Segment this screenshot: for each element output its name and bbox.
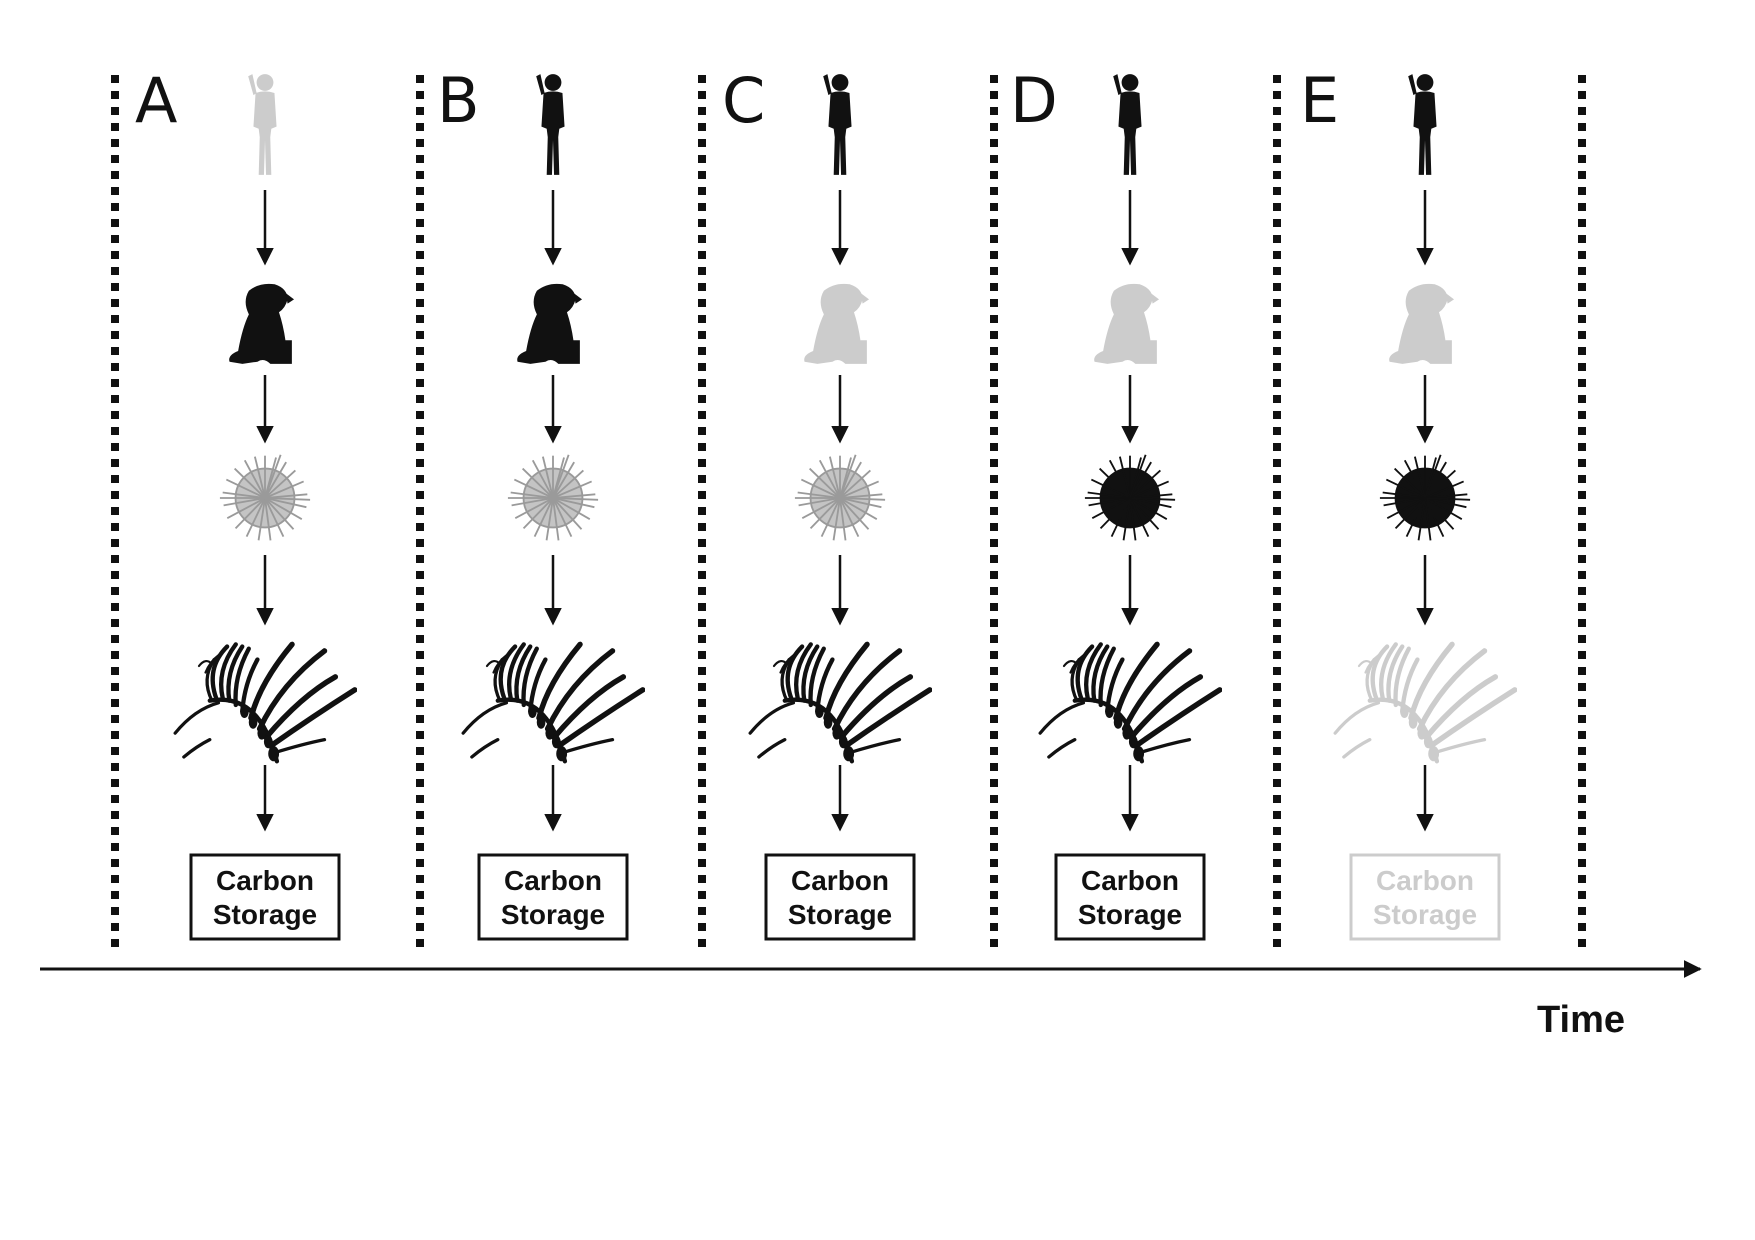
kelp-icon <box>175 644 355 761</box>
sea-otter-icon <box>229 283 295 364</box>
carbon-storage-line2: Storage <box>1078 899 1182 930</box>
panel-letter: A <box>135 64 177 137</box>
carbon-storage-border <box>1349 853 1501 941</box>
human-silhouette-icon <box>1113 74 1142 175</box>
sea-otter-icon <box>517 283 583 364</box>
carbon-storage-border <box>477 853 629 941</box>
sea-urchin-icon <box>219 453 311 542</box>
carbon-storage-line1: Carbon <box>504 865 602 896</box>
carbon-storage-line2: Storage <box>1373 899 1477 930</box>
carbon-storage-line2: Storage <box>788 899 892 930</box>
time-axis: Time <box>40 960 1702 1041</box>
kelp-icon <box>463 644 643 761</box>
carbon-storage-line1: Carbon <box>1081 865 1179 896</box>
panel-letter: D <box>1010 64 1058 137</box>
kelp-icon <box>750 644 930 761</box>
carbon-storage-border <box>1054 853 1206 941</box>
human-silhouette-icon <box>1408 74 1437 175</box>
carbon-storage-line1: Carbon <box>791 865 889 896</box>
carbon-storage-border <box>764 853 916 941</box>
sea-otter-icon <box>804 283 870 364</box>
panel-letter: C <box>722 64 765 137</box>
panel-letter: E <box>1300 64 1339 137</box>
carbon-storage-line2: Storage <box>213 899 317 930</box>
sea-urchin-icon <box>794 453 886 542</box>
time-axis-label: Time <box>1537 999 1625 1041</box>
sea-otter-icon <box>1389 283 1455 364</box>
human-silhouette-icon <box>536 74 565 175</box>
carbon-storage-line1: Carbon <box>216 865 314 896</box>
sea-otter-icon <box>1094 283 1160 364</box>
sea-urchin-icon <box>507 453 599 542</box>
human-silhouette-icon <box>248 74 277 175</box>
carbon-storage-border <box>189 853 341 941</box>
carbon-storage-line2: Storage <box>501 899 605 930</box>
carbon-storage-line1: Carbon <box>1376 865 1474 896</box>
kelp-icon <box>1335 644 1515 761</box>
kelp-icon <box>1040 644 1220 761</box>
sea-urchin-icon <box>1084 453 1176 542</box>
sea-urchin-icon <box>1379 453 1471 542</box>
human-silhouette-icon <box>823 74 852 175</box>
panel-letter: B <box>437 64 480 137</box>
